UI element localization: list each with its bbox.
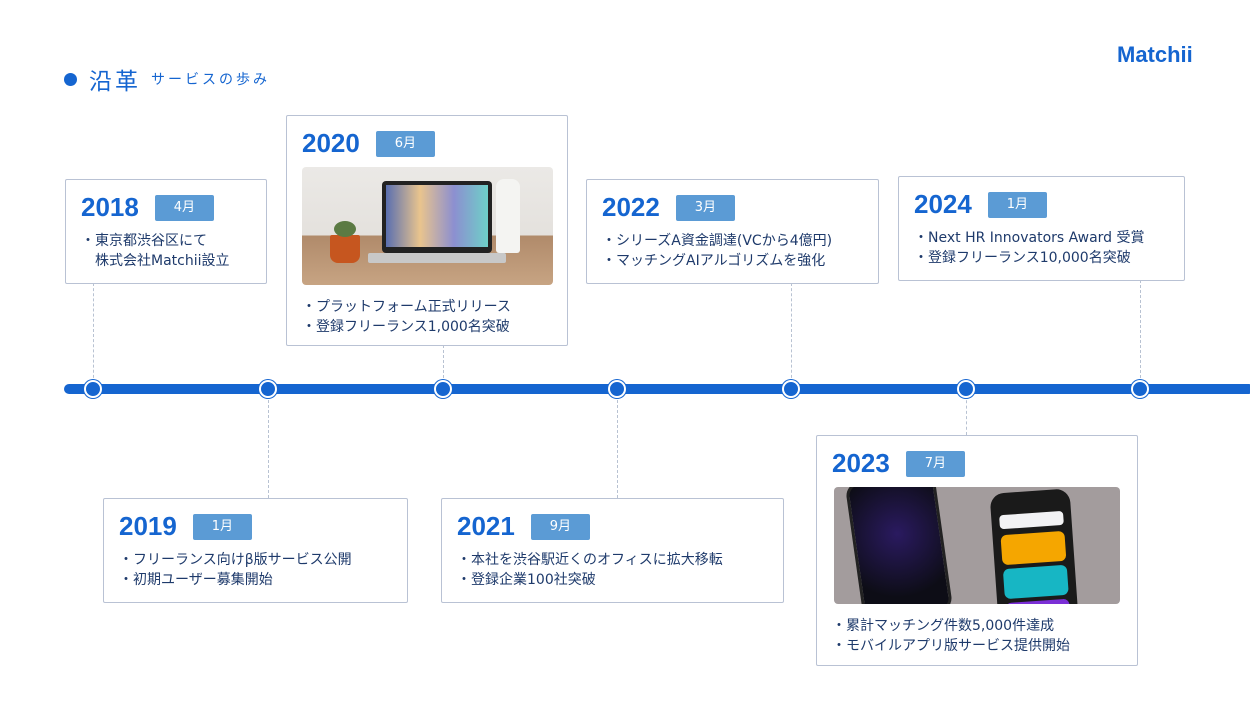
list-item: 初期ユーザー募集開始 xyxy=(119,570,393,590)
timeline-node xyxy=(84,380,102,398)
connector xyxy=(791,283,792,383)
milestone-card-2024: 2024 1月 Next HR Innovators Award 受賞登録フリーラ… xyxy=(898,176,1185,281)
year: 2024 xyxy=(914,189,972,219)
connector xyxy=(268,395,269,498)
logo: Matchii xyxy=(1117,42,1193,67)
milestone-card-2023: 2023 7月 累計マッチング件数5,000件達成モバイルアプリ版サービス提供開始 xyxy=(816,435,1138,666)
year: 2020 xyxy=(302,128,360,158)
milestone-card-2021: 2021 9月 本社を渋谷駅近くのオフィスに拡大移転登録企業100社突破 xyxy=(441,498,784,603)
list-item: 東京都渋谷区にて xyxy=(81,231,252,251)
timeline-node xyxy=(782,380,800,398)
mobile-app-photo xyxy=(834,487,1120,604)
milestone-card-2020: 2020 6月 プラットフォーム正式リリース登録フリーランス1,000名突破 xyxy=(286,115,568,346)
connector xyxy=(1140,280,1141,383)
timeline-node xyxy=(434,380,452,398)
year: 2023 xyxy=(832,448,890,478)
timeline-node xyxy=(1131,380,1149,398)
list-item: シリーズA資金調達(VCから4億円) xyxy=(602,231,864,251)
list-item: プラットフォーム正式リリース xyxy=(302,297,553,317)
page-title: 沿革 xyxy=(89,69,141,95)
connector xyxy=(443,345,444,383)
month-badge: 4月 xyxy=(154,194,214,221)
milestone-card-2018: 2018 4月 東京都渋谷区にて 株式会社Matchii設立 xyxy=(65,179,267,284)
connector xyxy=(617,395,618,498)
milestone-card-2019: 2019 1月 フリーランス向けβ版サービス公開初期ユーザー募集開始 xyxy=(103,498,408,603)
list-item: 累計マッチング件数5,000件達成 xyxy=(832,616,1123,636)
connector xyxy=(966,395,967,435)
year: 2022 xyxy=(602,192,660,222)
timeline-node xyxy=(608,380,626,398)
month-badge: 1月 xyxy=(192,513,252,540)
month-badge: 3月 xyxy=(675,194,735,221)
laptop-photo xyxy=(302,167,553,285)
list-item: Next HR Innovators Award 受賞 xyxy=(914,228,1170,248)
list-item: モバイルアプリ版サービス提供開始 xyxy=(832,636,1123,656)
list-item: 株式会社Matchii設立 xyxy=(81,253,230,269)
list-item: 登録フリーランス1,000名突破 xyxy=(302,317,553,337)
timeline-node xyxy=(259,380,277,398)
list-item: 登録フリーランス10,000名突破 xyxy=(914,248,1170,268)
bullet-icon xyxy=(64,72,77,86)
month-badge: 6月 xyxy=(375,130,435,157)
list-item: 登録企業100社突破 xyxy=(457,570,769,590)
section-title: 沿革 サービスの歩み xyxy=(64,62,270,96)
list-item: 本社を渋谷駅近くのオフィスに拡大移転 xyxy=(457,550,769,570)
connector xyxy=(93,283,94,383)
month-badge: 1月 xyxy=(987,191,1047,218)
timeline-node xyxy=(957,380,975,398)
year: 2019 xyxy=(119,511,177,541)
month-badge: 9月 xyxy=(530,513,590,540)
year: 2021 xyxy=(457,511,515,541)
milestone-card-2022: 2022 3月 シリーズA資金調達(VCから4億円)マッチングAIアルゴリズムを強… xyxy=(586,179,879,284)
month-badge: 7月 xyxy=(905,450,965,477)
year: 2018 xyxy=(81,192,139,222)
page-subtitle: サービスの歩み xyxy=(151,72,270,88)
timeline-line xyxy=(64,384,1250,394)
list-item: マッチングAIアルゴリズムを強化 xyxy=(602,251,864,271)
list-item: フリーランス向けβ版サービス公開 xyxy=(119,550,393,570)
